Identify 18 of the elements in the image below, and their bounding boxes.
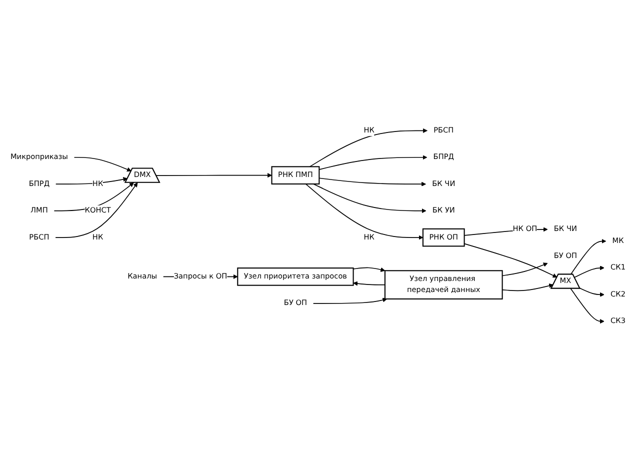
- arrow: [502, 284, 554, 292]
- arrow: [318, 178, 426, 186]
- arrow: [318, 155, 428, 170]
- arrow: [579, 288, 604, 297]
- arrow: [464, 243, 558, 278]
- arrow: [570, 288, 604, 324]
- arrow: [313, 184, 426, 214]
- arrow: [156, 173, 272, 178]
- arrow: [305, 184, 424, 240]
- arrow: [55, 182, 138, 238]
- arrow: [574, 266, 604, 278]
- arrow: [312, 298, 388, 304]
- arrow: [74, 156, 132, 172]
- arrow: [353, 281, 386, 286]
- arrow: [309, 128, 428, 168]
- arrow: [502, 262, 548, 276]
- arrow: [352, 267, 386, 272]
- arrow: [570, 238, 606, 275]
